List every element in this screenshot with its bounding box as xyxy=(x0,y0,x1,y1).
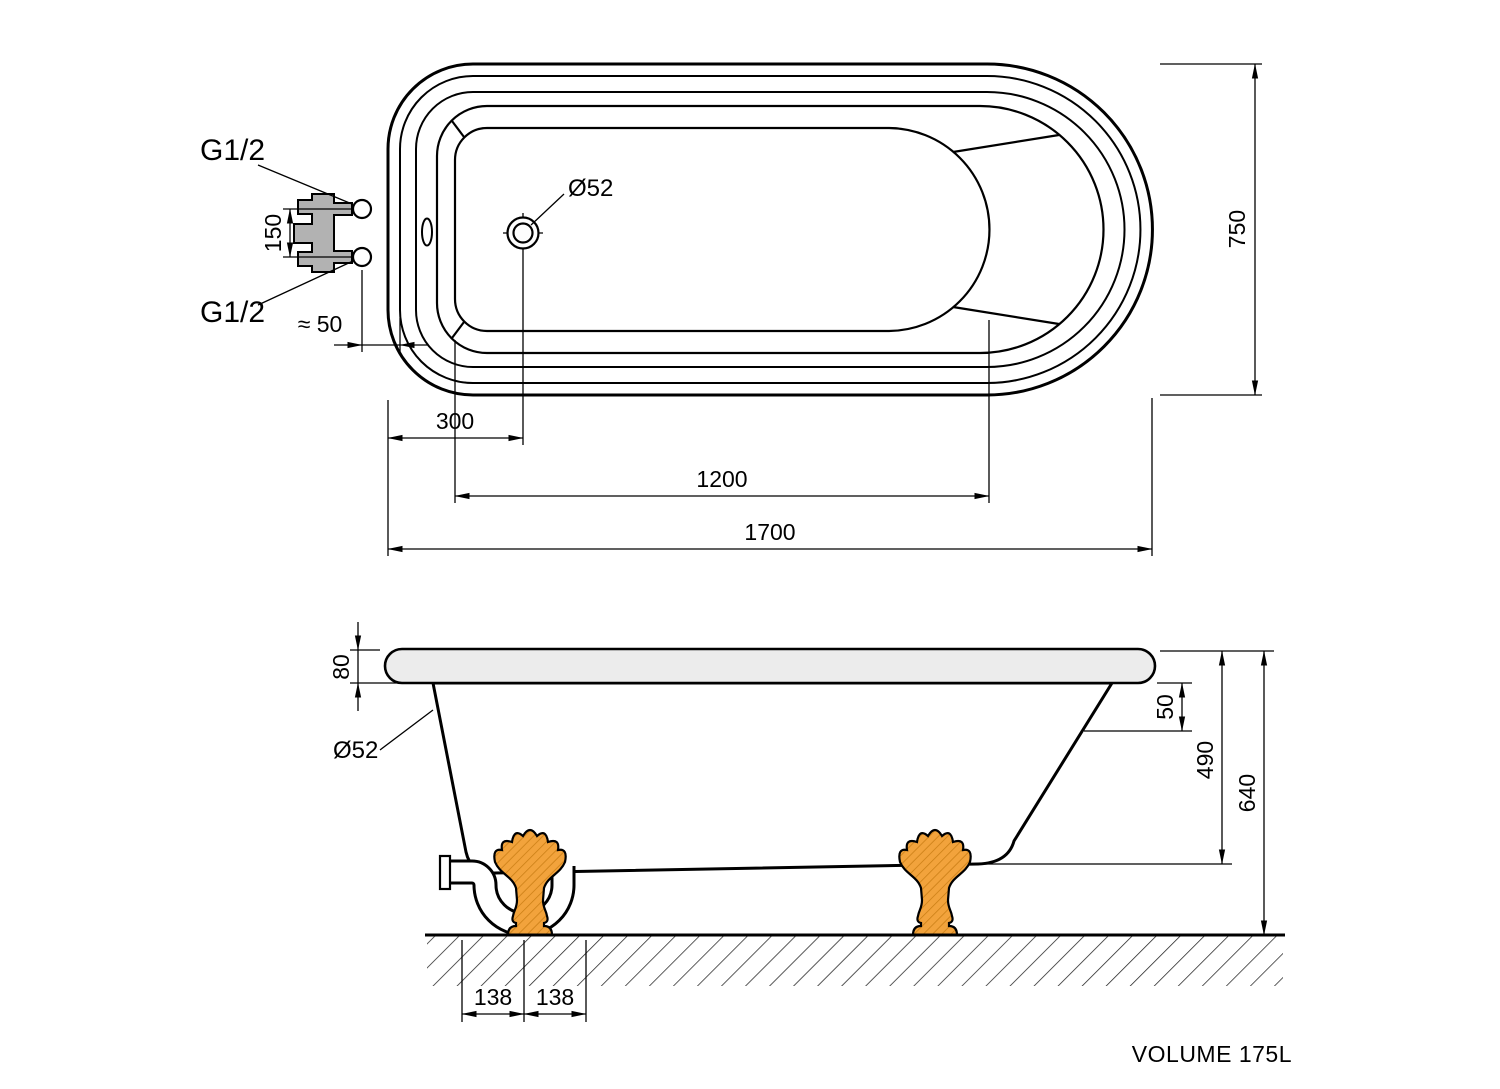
volume-note: VOLUME 175L xyxy=(1132,1041,1292,1067)
g12-bottom-leader xyxy=(257,260,354,306)
dim-approx50-label: ≈ 50 xyxy=(298,311,343,337)
overflow-hole xyxy=(421,217,433,247)
drain-side-leader xyxy=(379,709,434,751)
dim-basin-length-1200: 1200 xyxy=(454,320,990,503)
drain-leader-line xyxy=(530,193,565,226)
drain-outer-circle xyxy=(506,216,540,250)
dim-1700-label: 1700 xyxy=(744,519,795,545)
basin-top-edge xyxy=(435,104,1105,355)
g12-top-leader xyxy=(257,164,353,205)
trap-flange xyxy=(438,854,452,891)
drain-inner-circle xyxy=(512,222,534,244)
drain-diameter-label: Ø52 xyxy=(568,175,613,202)
faucet-body xyxy=(293,193,353,273)
dim-body-depth-490: 490 xyxy=(985,650,1274,865)
dim-640-label: 640 xyxy=(1234,774,1260,812)
drain-top: Ø52 xyxy=(503,175,613,445)
g12-top-label: G1/2 xyxy=(200,134,265,167)
faucet-fixture xyxy=(293,193,373,273)
tub-outer-edge xyxy=(386,62,1154,397)
drain-trap xyxy=(438,854,576,937)
dim-80-label: 80 xyxy=(328,654,354,680)
dim-connector-spacing-150: 150 xyxy=(260,208,352,258)
basin-corner-line-tl xyxy=(451,120,465,138)
dim-foot-offsets-138: 138 138 xyxy=(461,940,587,1022)
connection-port-bottom xyxy=(351,246,373,268)
basin-corner-line-tr xyxy=(952,133,1060,154)
dim-150-label: 150 xyxy=(260,214,286,252)
dim-rim-height-80: 80 xyxy=(328,622,425,711)
drain-diameter-side-label: Ø52 xyxy=(333,737,378,764)
connection-port-top xyxy=(351,198,373,220)
ground-hatching xyxy=(427,936,1283,986)
dim-edge-offset-50: ≈ 50 xyxy=(298,270,428,352)
dim-overall-height-640: 640 xyxy=(1234,650,1268,936)
basin-bottom-edge xyxy=(453,126,991,333)
dim-overall-length-1700: 1700 xyxy=(387,398,1153,556)
basin-corner-line-br xyxy=(952,305,1060,326)
dim-overall-width-750: 750 xyxy=(1160,63,1262,396)
g12-bottom-callout: G1/2 xyxy=(200,260,354,329)
tub-rim-profile xyxy=(383,647,1157,685)
tub-top-outline xyxy=(386,62,1154,397)
basin-corner-line-bl xyxy=(451,321,465,339)
tub-rim-line-inner xyxy=(415,91,1126,368)
dim-1200-label: 1200 xyxy=(696,466,747,492)
dim-rim-drop-50: 50 xyxy=(1084,682,1192,732)
dim-750-label: 750 xyxy=(1224,210,1250,248)
claw-foot-left xyxy=(493,828,567,937)
dim-50-label: 50 xyxy=(1152,694,1178,720)
dim-138-left-label: 138 xyxy=(474,984,512,1010)
g12-top-callout: G1/2 xyxy=(200,134,353,205)
tub-rim-line-outer xyxy=(399,75,1142,384)
g12-bottom-label: G1/2 xyxy=(200,296,265,329)
drain-side-callout: Ø52 xyxy=(333,709,434,764)
dim-138-right-label: 138 xyxy=(536,984,574,1010)
claw-foot-right xyxy=(898,828,972,937)
dim-490-label: 490 xyxy=(1192,741,1218,779)
trap-pipe-interior xyxy=(449,862,573,934)
top-view: Ø52 G1/2 G1/2 150 ≈ 50 xyxy=(200,62,1262,556)
side-view: 80 Ø52 50 490 640 138 xyxy=(328,622,1292,1067)
